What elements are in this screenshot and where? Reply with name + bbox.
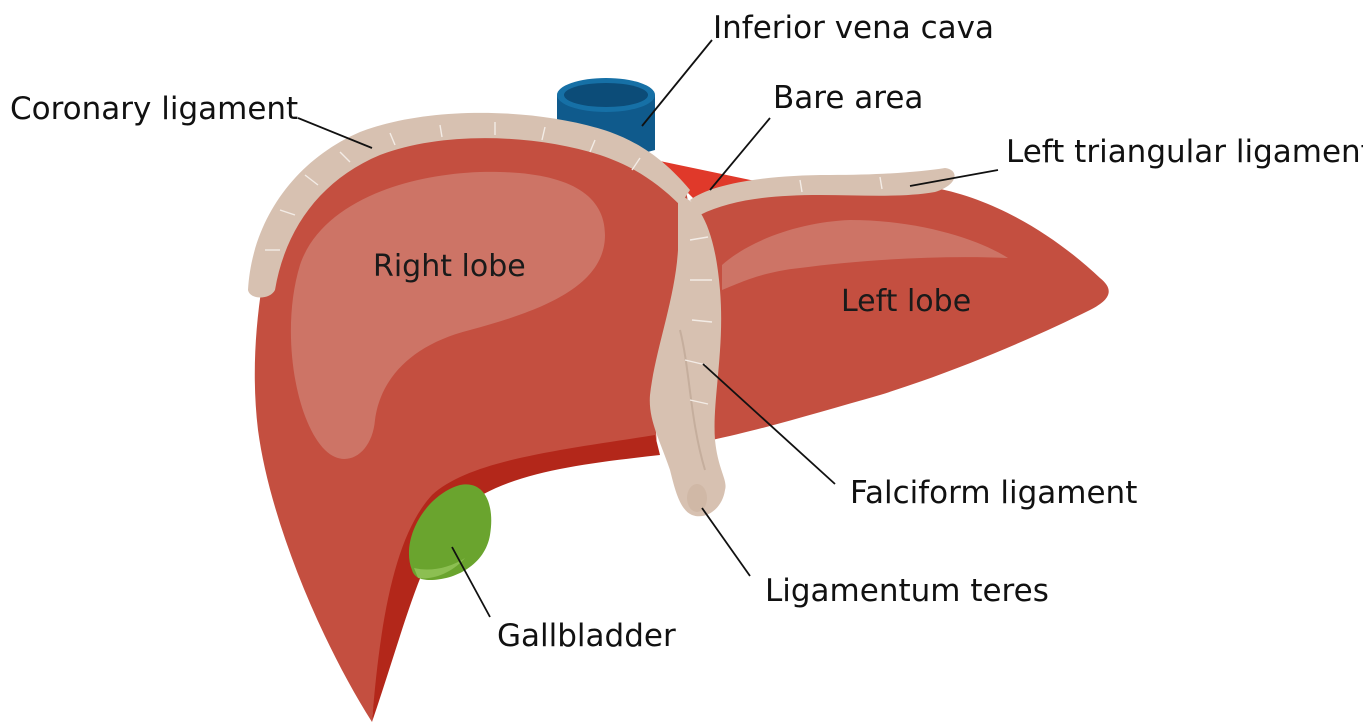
label-gallbladder: Gallbladder xyxy=(497,618,676,654)
leader-ligamentum-teres xyxy=(702,508,750,576)
label-bare-area: Bare area xyxy=(773,80,923,116)
label-inferior-vena-cava: Inferior vena cava xyxy=(713,10,994,46)
label-ligamentum-teres: Ligamentum teres xyxy=(765,573,1049,609)
label-coronary-ligament: Coronary ligament xyxy=(10,91,298,127)
ligamentum-teres xyxy=(687,484,707,512)
label-falciform-ligament: Falciform ligament xyxy=(850,475,1137,511)
label-left-lobe: Left lobe xyxy=(841,284,971,319)
leader-inferior-vena-cava xyxy=(642,40,712,126)
label-right-lobe: Right lobe xyxy=(373,249,526,284)
label-left-triangular-ligament: Left triangular ligament xyxy=(1006,134,1363,170)
